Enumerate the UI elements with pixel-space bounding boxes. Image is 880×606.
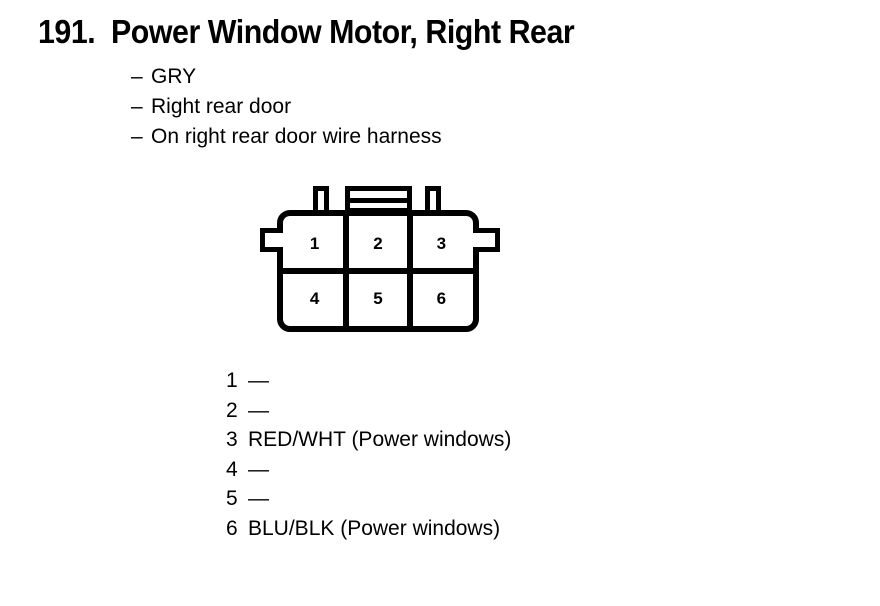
connector-pin-cell-4[interactable]: 4 (283, 267, 350, 330)
connector-top-tab-left-icon (313, 186, 329, 214)
page-title-text: Power Window Motor, Right Rear (111, 13, 575, 50)
pinout-pin-number: 2 (226, 398, 238, 422)
pinout-description: — (248, 398, 269, 422)
pinout-row: 3 RED/WHT (Power windows) (226, 425, 511, 455)
pinout-row: 4 — (226, 455, 511, 485)
attribute-item: – GRY (131, 62, 442, 92)
connector-pin-number: 6 (436, 288, 447, 308)
pinout-pin-number: 5 (226, 487, 238, 510)
connector-pin-number: 3 (436, 233, 447, 253)
latch-bar (350, 198, 407, 203)
connector-pin-cell-1[interactable]: 1 (278, 212, 351, 275)
connector-pin-grid: 1 2 3 4 5 6 (278, 212, 478, 330)
dash-icon: – (131, 65, 143, 88)
pinout-list: 1 — 2 — 3 RED/WHT (Power windows) 4 — 5 … (226, 366, 511, 543)
attribute-item: – Right rear door (131, 92, 442, 122)
pinout-pin-number: 4 (226, 457, 238, 481)
pinout-description: — (248, 369, 269, 392)
connector-pin-number: 5 (373, 288, 383, 308)
pinout-pin-number: 3 (226, 428, 238, 451)
pinout-row: 1 — (226, 366, 511, 396)
connector-top-tab-right-icon (425, 186, 441, 214)
page-title: 191. Power Window Motor, Right Rear (38, 13, 615, 51)
pinout-description: — (248, 457, 269, 481)
dash-icon: – (131, 95, 143, 118)
connector-pin-cell-3[interactable]: 3 (405, 216, 478, 274)
dash-icon: – (131, 125, 143, 148)
attribute-item: – On right rear door wire harness (131, 122, 442, 152)
pinout-description: RED/WHT (Power windows) (248, 428, 512, 451)
pinout-pin-number: 1 (226, 369, 238, 392)
connector-side-tab-left-gap (277, 233, 287, 247)
connector-pin-number: 4 (309, 288, 320, 308)
pinout-row: 5 — (226, 484, 511, 514)
attribute-label: Right rear door (151, 95, 292, 118)
attribute-list: – GRY – Right rear door – On right rear … (131, 62, 442, 152)
connector-side-tab-right-icon (478, 228, 500, 252)
pinout-description: BLU/BLK (Power windows) (248, 516, 501, 540)
connector-pin-cell-2[interactable]: 2 (342, 212, 415, 275)
attribute-label: GRY (151, 65, 197, 88)
connector-pin-cell-5[interactable]: 5 (346, 267, 414, 330)
page-title-number: 191. (38, 13, 96, 50)
connector-pin-number: 2 (373, 233, 383, 253)
connector-pin-number: 1 (309, 233, 320, 253)
connector-diagram: 1 2 3 4 5 6 (258, 183, 502, 335)
pinout-pin-number: 6 (226, 516, 238, 540)
attribute-label: On right rear door wire harness (151, 125, 442, 148)
pinout-row: 6 BLU/BLK (Power windows) (226, 514, 511, 544)
connector-pin-cell-6[interactable]: 6 (410, 271, 473, 326)
connector-side-tab-right-gap (473, 233, 483, 247)
pinout-description: — (248, 487, 269, 510)
connector-side-tab-left-icon (260, 228, 282, 252)
pinout-row: 2 — (226, 396, 511, 426)
